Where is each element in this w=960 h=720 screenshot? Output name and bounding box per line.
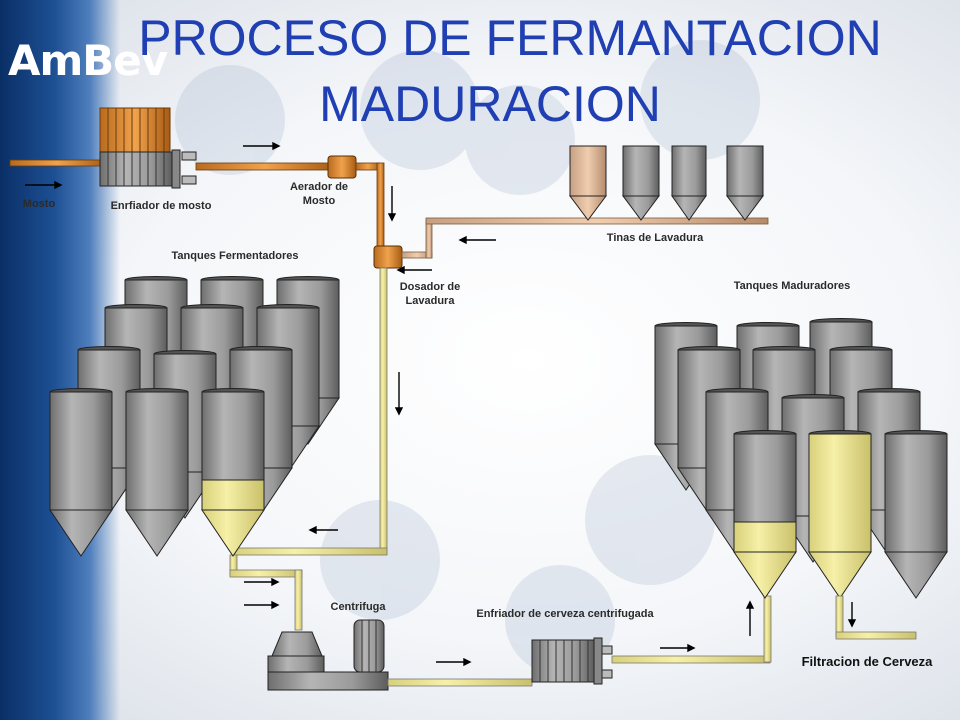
- label-tanques-maduradores: Tanques Maduradores: [733, 280, 851, 292]
- yeast-pipe: [401, 217, 769, 259]
- fermentation-tanks: [49, 276, 340, 557]
- label-aerador: Aerador de Mosto: [289, 181, 349, 207]
- label-mosto: Mosto: [22, 198, 56, 210]
- background-badges: [175, 40, 760, 675]
- filtration-pipe: [835, 595, 917, 640]
- title-line-2: MADURACION: [319, 76, 661, 132]
- yeast-tanks: [569, 145, 764, 221]
- label-dosador: Dosador de Lavadura: [399, 281, 461, 307]
- label-enfriador-mosto: Enrfiador de mosto: [110, 200, 212, 212]
- ambev-logo-icon: AmBev: [8, 36, 168, 85]
- wort-pipe: [195, 155, 403, 269]
- label-filtracion: Filtracion de Cerveza: [801, 654, 933, 669]
- label-centrifuga: Centrifuga: [330, 601, 386, 613]
- flow-arrows: [25, 141, 857, 667]
- label-tinas: Tinas de Lavadura: [606, 232, 704, 244]
- beer-cooler: [531, 595, 772, 685]
- label-tanques-fermentadores: Tanques Fermentadores: [171, 250, 299, 262]
- title-line-1: PROCESO DE FERMANTACION: [138, 10, 882, 66]
- label-enfriador-cerveza: Enfriador de cerveza centrifugada: [476, 608, 654, 620]
- logo-text: AmBev: [8, 36, 168, 85]
- centrifuge: [267, 619, 533, 691]
- mosto-cooler: [9, 107, 197, 189]
